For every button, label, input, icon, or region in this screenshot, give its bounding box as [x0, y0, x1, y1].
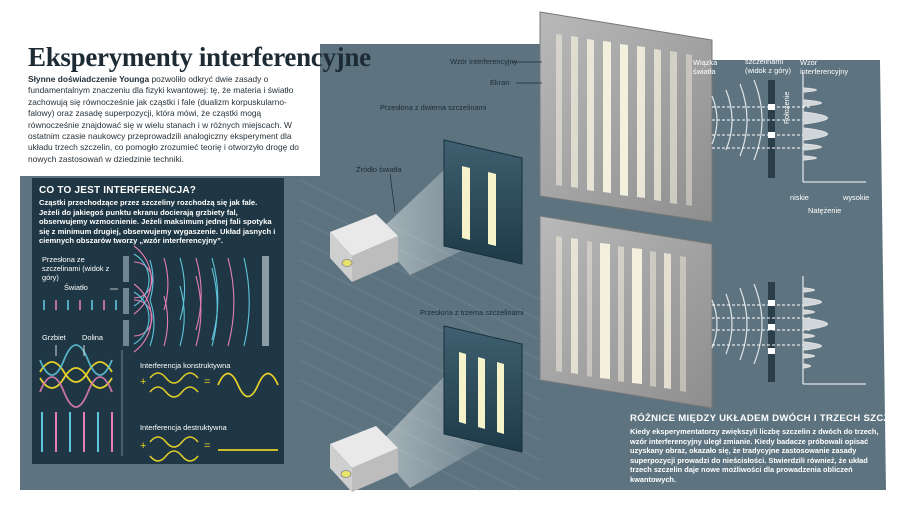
intro-lead: Słynne doświadczenie Younga [28, 74, 150, 84]
interference-box-title: CO TO JEST INTERFERENCJA? [39, 185, 197, 196]
light-source-label: Źródło światła [356, 165, 402, 174]
intro-paragraph: Słynne doświadczenie Younga pozwoliło od… [28, 74, 306, 165]
circular-wavefronts [133, 245, 250, 353]
equals-sign-destructive: = [204, 440, 211, 452]
light-source-lower [330, 426, 398, 492]
crest-label: Grzbiet [42, 333, 66, 342]
destructive-waves [149, 436, 278, 462]
leader-lines [389, 61, 542, 213]
trough-label: Dolina [82, 333, 103, 342]
double-slit-label: Przesłona z dwiema szczelinami [380, 103, 487, 112]
light-source-upper [330, 214, 398, 282]
side-diagram-lower [711, 276, 866, 385]
triple-slit-label: Przesłona z trzema szczelinami [420, 308, 524, 317]
screen-lower [539, 215, 713, 409]
page-title: Eksperymenty interferencyjne [28, 42, 371, 72]
intensity-label: Natężenie [808, 206, 842, 215]
side-diagram-upper [711, 72, 866, 183]
equals-sign-constructive: = [204, 376, 211, 388]
slits-top-view [123, 256, 269, 346]
difference-text: Kiedy eksperymentatorzy zwiększyli liczb… [630, 427, 879, 484]
screen-upper [539, 11, 713, 223]
crest-trough-waves [39, 344, 113, 408]
side-slits-label: Przesłona ze szczelinami (widok z góry) [745, 48, 791, 75]
plus-sign-constructive: + [140, 376, 147, 388]
vertical-wave-bars [41, 412, 113, 452]
light-label: Światło [64, 283, 88, 292]
double-slit-barrier [443, 139, 523, 265]
pattern-label: Wzór interferencyjny [450, 57, 518, 66]
position-label: Położenie [782, 91, 791, 124]
screen-label: Ekran [490, 78, 510, 87]
intro-text: pozwoliło odkryć dwie zasady o fundament… [28, 74, 299, 164]
low-label: niskie [790, 193, 809, 202]
side-pattern-label: Wzór interferencyjny [800, 58, 849, 76]
interference-box-text: Cząstki przechodzące przez szczeliny roz… [39, 198, 276, 246]
interference-box [32, 178, 284, 464]
plus-sign-destructive: + [140, 440, 147, 452]
constructive-waves [149, 372, 279, 398]
difference-title: RÓŻNICE MIĘDZY UKŁADEM DWÓCH I TRZECH SZ… [630, 413, 900, 424]
slits-top-view-label: Przesłona ze szczelinami (widok z góry) [42, 255, 110, 282]
high-label: wysokie [843, 193, 870, 202]
beam-label: Wiązka światła [693, 58, 718, 76]
constructive-label: Interferencja konstruktywna [140, 361, 231, 370]
triple-slit-barrier [443, 325, 523, 453]
destructive-label: Interferencja destruktywna [140, 423, 227, 432]
incoming-waves [43, 300, 117, 310]
intro-area [20, 44, 320, 176]
